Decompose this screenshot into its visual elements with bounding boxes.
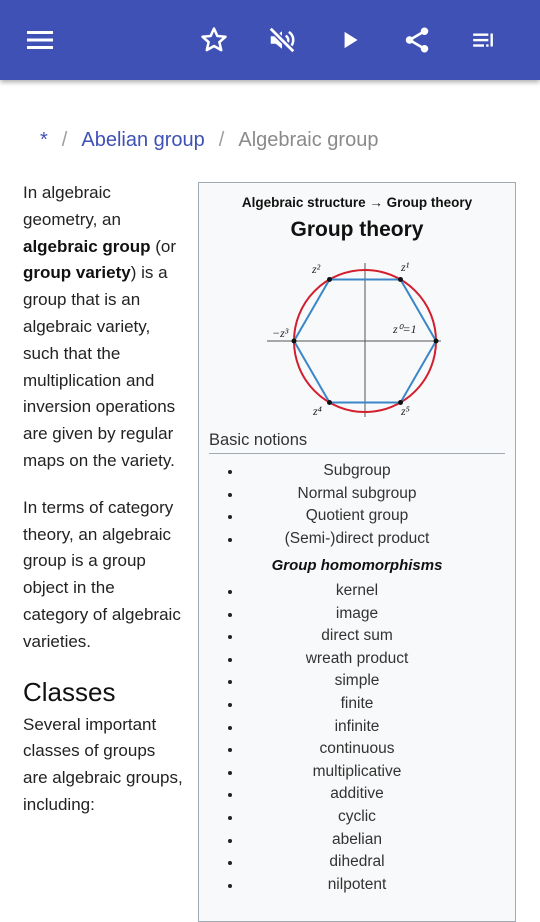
infobox-link-item[interactable]: simple <box>209 670 505 693</box>
infobox-link-item[interactable]: multiplicative <box>209 761 505 784</box>
star-outline-icon <box>201 27 227 52</box>
infobox-subheading-homomorphisms: Group homomorphisms <box>271 557 443 574</box>
infobox-title: Group theory <box>290 218 424 241</box>
infobox-link-item[interactable]: direct sum <box>209 625 505 648</box>
category-paragraph: In terms of category theory, an algebrai… <box>23 497 181 651</box>
breadcrumb: * / Abelian group / Algebraic group <box>32 125 378 155</box>
infobox-link-item[interactable]: cyclic <box>209 806 505 829</box>
infobox-link-item[interactable]: kernel <box>209 580 505 603</box>
classes-paragraph: Several important classes of groups are … <box>23 714 183 814</box>
mute-button[interactable] <box>260 18 304 62</box>
term-group-variety: group variety <box>23 263 131 283</box>
term-algebraic-group: algebraic group <box>23 236 151 256</box>
infobox-link-item[interactable]: finite <box>209 693 505 716</box>
label-z2: z² <box>311 262 321 276</box>
label-z5: z⁵ <box>400 404 410 418</box>
infobox-link-item[interactable]: additive <box>209 783 505 806</box>
label-z3: −z³ <box>272 326 289 340</box>
playlist-button[interactable] <box>462 18 506 62</box>
roots-of-unity-figure[interactable]: z² z¹ z⁰=1 −z³ z⁴ z⁵ <box>259 255 449 423</box>
breadcrumb-current: Algebraic group <box>238 128 379 151</box>
infobox-link-item[interactable]: nilpotent <box>209 874 505 897</box>
label-z0: z⁰=1 <box>392 322 417 336</box>
intro-text: In algebraic geometry, an <box>23 183 121 229</box>
label-z4: z⁴ <box>312 404 322 418</box>
playlist-icon <box>473 33 493 47</box>
breadcrumb-separator: / <box>218 128 225 151</box>
breadcrumb-separator: / <box>61 128 68 151</box>
infobox-link-item[interactable]: Quotient group <box>209 505 505 528</box>
hamburger-menu-icon <box>27 31 53 49</box>
infobox-link-item[interactable]: abelian <box>209 829 505 852</box>
bookmark-button[interactable] <box>192 18 236 62</box>
infobox-link-item[interactable]: infinite <box>209 716 505 739</box>
infobox-link-item[interactable]: dihedral <box>209 851 505 874</box>
intro-paragraph: In algebraic geometry, an algebraic grou… <box>23 180 183 475</box>
infobox-link-item[interactable]: continuous <box>209 738 505 761</box>
app-toolbar <box>0 0 540 80</box>
play-button[interactable] <box>328 18 372 62</box>
group-theory-infobox: Algebraic structure → Group theory Group… <box>198 182 516 922</box>
volume-off-icon <box>268 26 296 54</box>
article-body: In algebraic geometry, an algebraic grou… <box>23 180 183 839</box>
share-button[interactable] <box>395 18 439 62</box>
menu-button[interactable] <box>18 18 62 62</box>
infobox-link-item[interactable]: (Semi-)direct product <box>209 528 505 551</box>
infobox-super-title[interactable]: Algebraic structure → Group theory <box>241 195 473 210</box>
label-z1: z¹ <box>400 260 410 274</box>
intro-text: (or <box>150 236 177 256</box>
classes-heading: Classes <box>23 676 116 707</box>
infobox-link-item[interactable]: wreath product <box>209 648 505 671</box>
infobox-link-item[interactable]: Normal subgroup <box>209 483 505 506</box>
play-icon <box>344 31 358 49</box>
intro-text: ) is a group that is an algebraic variet… <box>23 263 176 470</box>
infobox-link-item[interactable]: image <box>209 603 505 626</box>
share-icon <box>405 27 429 53</box>
breadcrumb-parent-link[interactable]: Abelian group <box>81 128 205 151</box>
infobox-section-basic-notions: Basic notions <box>209 431 505 454</box>
breadcrumb-root-link[interactable]: * <box>40 128 48 151</box>
infobox-link-item[interactable]: Subgroup <box>209 460 505 483</box>
